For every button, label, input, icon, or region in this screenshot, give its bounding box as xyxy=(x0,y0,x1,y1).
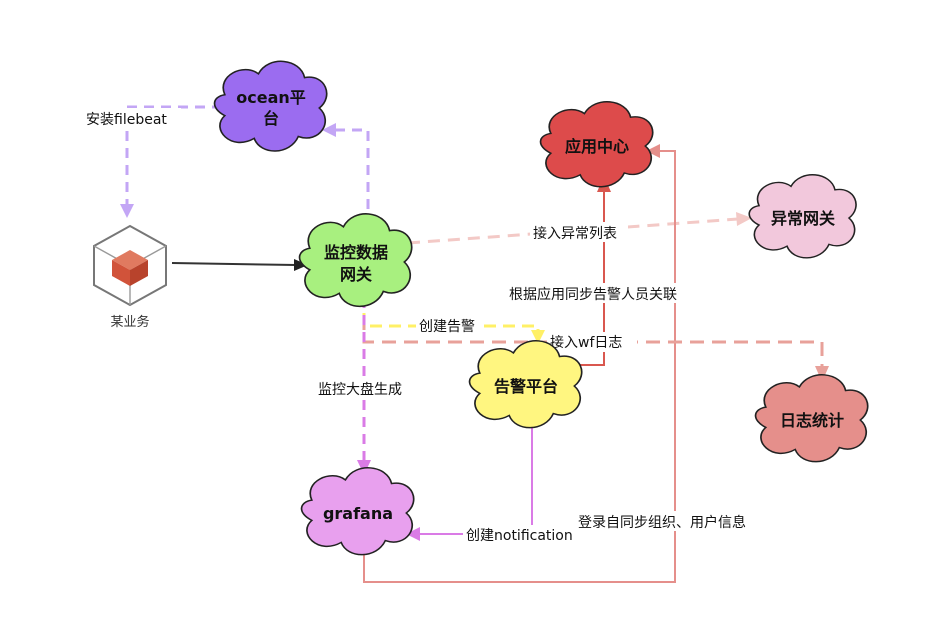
node-business-label: 某业务 xyxy=(110,314,149,330)
node-log-stats-label: 日志统计 xyxy=(780,411,844,430)
edge-line xyxy=(334,128,370,226)
arrowhead xyxy=(294,259,308,271)
node-exception-gateway-label: 异常网关 xyxy=(771,209,835,228)
arrowhead xyxy=(815,366,829,382)
edge-line xyxy=(125,105,222,206)
label-install-filebeat: 安装filebeat xyxy=(86,112,167,128)
edge-line xyxy=(171,262,297,266)
edge-business-to-monitor xyxy=(171,259,308,271)
node-grafana-label: grafana xyxy=(323,504,393,523)
label-bg xyxy=(463,525,585,545)
label-login-sync: 登录自同步组织、用户信息 xyxy=(578,514,746,531)
node-ocean-label-1: ocean平 xyxy=(236,88,306,107)
label-bg xyxy=(530,222,628,242)
label-create-alert: 创建告警 xyxy=(419,319,475,335)
label-dashboard-gen: 监控大盘生成 xyxy=(318,381,402,398)
label-bg xyxy=(547,332,637,352)
label-bg xyxy=(315,378,415,398)
node-app-center: 应用中心 xyxy=(539,100,654,188)
node-exception-gateway: 异常网关 xyxy=(748,173,857,259)
arrowhead xyxy=(322,123,336,137)
node-monitor-gateway-label-2: 网关 xyxy=(340,265,372,284)
arrowhead xyxy=(531,330,545,344)
edge-line xyxy=(570,190,605,366)
edge-login-sync xyxy=(363,144,676,583)
label-bg xyxy=(507,283,705,303)
node-monitor-gateway: 监控数据 网关 xyxy=(298,212,413,308)
arrowhead xyxy=(646,144,660,158)
edge-line xyxy=(420,423,533,535)
node-app-center-label: 应用中心 xyxy=(565,137,629,156)
label-bg xyxy=(83,108,181,128)
label-bg xyxy=(576,511,772,531)
label-sync-alert-people: 根据应用同步告警人员关联 xyxy=(509,286,677,303)
node-log-stats: 日志统计 xyxy=(754,373,869,463)
edge-line xyxy=(363,150,676,583)
node-alert-platform: 告警平台 xyxy=(468,339,583,429)
edge-monitor-to-ocean xyxy=(322,123,370,226)
edge-create-notification xyxy=(406,423,533,541)
arrowhead xyxy=(120,204,134,218)
node-ocean-label-2: 台 xyxy=(263,109,279,128)
node-business: 某业务 xyxy=(93,224,167,330)
arrowhead xyxy=(736,212,752,226)
edge-install-filebeat xyxy=(120,105,222,218)
label-wf-log: 接入wf日志 xyxy=(550,334,622,351)
package-cube-icon xyxy=(93,224,167,307)
label-exception-list: 接入异常列表 xyxy=(533,225,617,242)
node-ocean: ocean平 台 xyxy=(213,60,328,152)
node-alert-platform-label: 告警平台 xyxy=(494,377,558,396)
node-monitor-gateway-label-1: 监控数据 xyxy=(324,243,388,262)
arrowhead xyxy=(406,527,420,541)
node-grafana: grafana xyxy=(300,466,415,556)
label-bg xyxy=(416,316,484,336)
label-create-notification: 创建notification xyxy=(466,528,573,544)
